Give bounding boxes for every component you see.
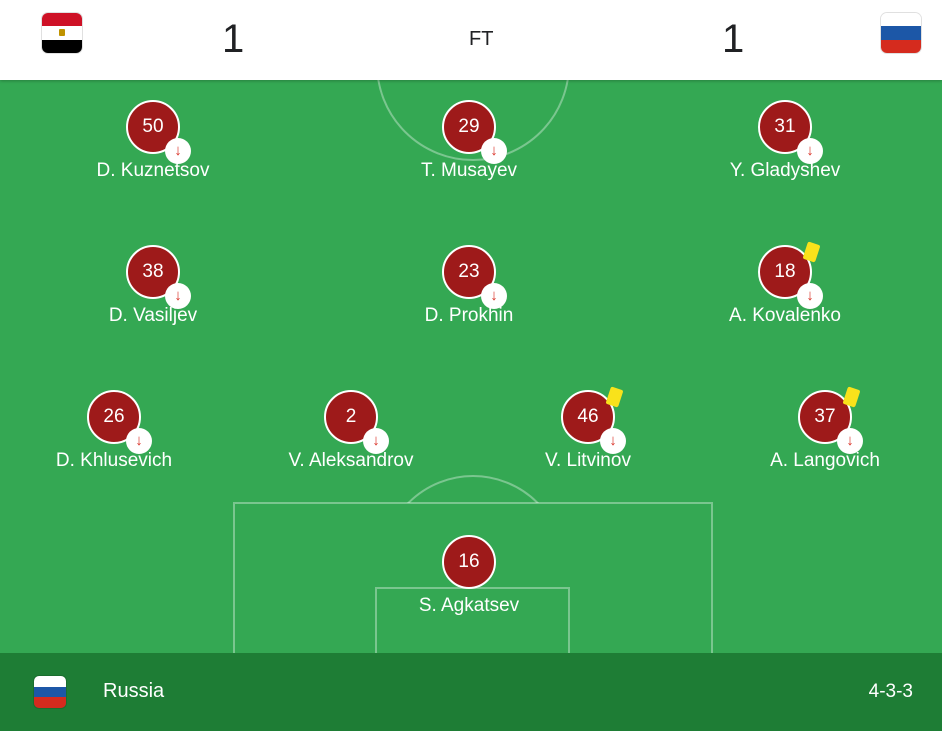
yellow-card-icon (605, 386, 624, 408)
player-marker[interactable]: 37↓A. Langovich (735, 386, 915, 472)
player-number-badge: 46↓ (561, 386, 626, 454)
player-name: D. Khlusevich (55, 450, 173, 471)
player-name: D. Prokhin (424, 305, 514, 326)
substitution-arrow-icon: ↓ (797, 138, 823, 164)
player-name: Y. Gladyshev (729, 160, 841, 181)
player-name: V. Aleksandrov (288, 450, 414, 471)
player-name: A. Kovalenko (729, 305, 841, 326)
player-name: D. Vasiljev (108, 305, 198, 326)
player-marker[interactable]: 38↓D. Vasiljev (63, 245, 243, 327)
player-number-badge: 29↓ (442, 100, 507, 164)
player-number-badge: 38↓ (126, 245, 191, 309)
player-number: 16 (458, 551, 480, 572)
player-number-badge: 50↓ (126, 100, 191, 164)
player-number-badge: 31↓ (758, 100, 823, 164)
player-number-badge: 18↓ (758, 241, 823, 309)
formation: 4-3-3 (868, 681, 913, 702)
egypt-flag-icon[interactable] (42, 13, 82, 53)
russia-flag-icon[interactable] (881, 13, 921, 53)
player-number: 46 (577, 406, 599, 427)
player-number: 50 (142, 116, 164, 137)
player-number: 31 (774, 116, 796, 137)
player-name: D. Kuznetsov (96, 160, 210, 181)
player-number-badge: 16 (442, 535, 496, 589)
yellow-card-icon (802, 241, 821, 263)
penalty-box (233, 502, 713, 653)
player-marker[interactable]: 18↓A. Kovalenko (695, 241, 875, 327)
player-marker[interactable]: 23↓D. Prokhin (379, 245, 559, 327)
player-marker[interactable]: 29↓T. Musayev (379, 100, 559, 182)
player-number: 18 (774, 261, 796, 282)
player-name: T. Musayev (420, 160, 518, 181)
player-number: 26 (103, 406, 125, 427)
away-score: 1 (722, 17, 745, 61)
player-marker[interactable]: 50↓D. Kuznetsov (63, 100, 243, 182)
player-number: 23 (458, 261, 480, 282)
player-marker[interactable]: 31↓Y. Gladyshev (695, 100, 875, 182)
substitution-arrow-icon: ↓ (363, 428, 389, 454)
player-number: 37 (814, 406, 836, 427)
substitution-arrow-icon: ↓ (481, 283, 507, 309)
player-number: 38 (142, 261, 164, 282)
player-marker[interactable]: 46↓V. Litvinov (498, 386, 678, 472)
yellow-card-icon (842, 386, 861, 408)
home-score: 1 (222, 17, 245, 61)
player-marker[interactable]: 16 S. Agkatsev (379, 535, 559, 617)
substitution-arrow-icon: ↓ (797, 283, 823, 309)
player-number-badge: 26↓ (87, 390, 152, 454)
russia-flag-icon (34, 676, 66, 708)
team-name: Russia (103, 680, 165, 702)
substitution-arrow-icon: ↓ (837, 428, 863, 454)
substitution-arrow-icon: ↓ (165, 138, 191, 164)
match-header: 1 FT 1 (0, 0, 942, 80)
player-number-badge: 23↓ (442, 245, 507, 309)
player-number: 29 (458, 116, 480, 137)
player-name: V. Litvinov (545, 450, 631, 471)
substitution-arrow-icon: ↓ (600, 428, 626, 454)
player-name: A. Langovich (770, 450, 880, 471)
player-number: 2 (345, 406, 357, 427)
match-status: FT (469, 28, 494, 50)
player-name: S. Agkatsev (418, 595, 520, 616)
substitution-arrow-icon: ↓ (165, 283, 191, 309)
substitution-arrow-icon: ↓ (481, 138, 507, 164)
team-footer: Russia 4-3-3 (0, 653, 942, 731)
player-marker[interactable]: 2↓V. Aleksandrov (261, 390, 441, 472)
player-number-badge: 37↓ (798, 386, 863, 454)
player-number-badge: 2↓ (324, 390, 389, 454)
player-marker[interactable]: 26↓D. Khlusevich (24, 390, 204, 472)
substitution-arrow-icon: ↓ (126, 428, 152, 454)
